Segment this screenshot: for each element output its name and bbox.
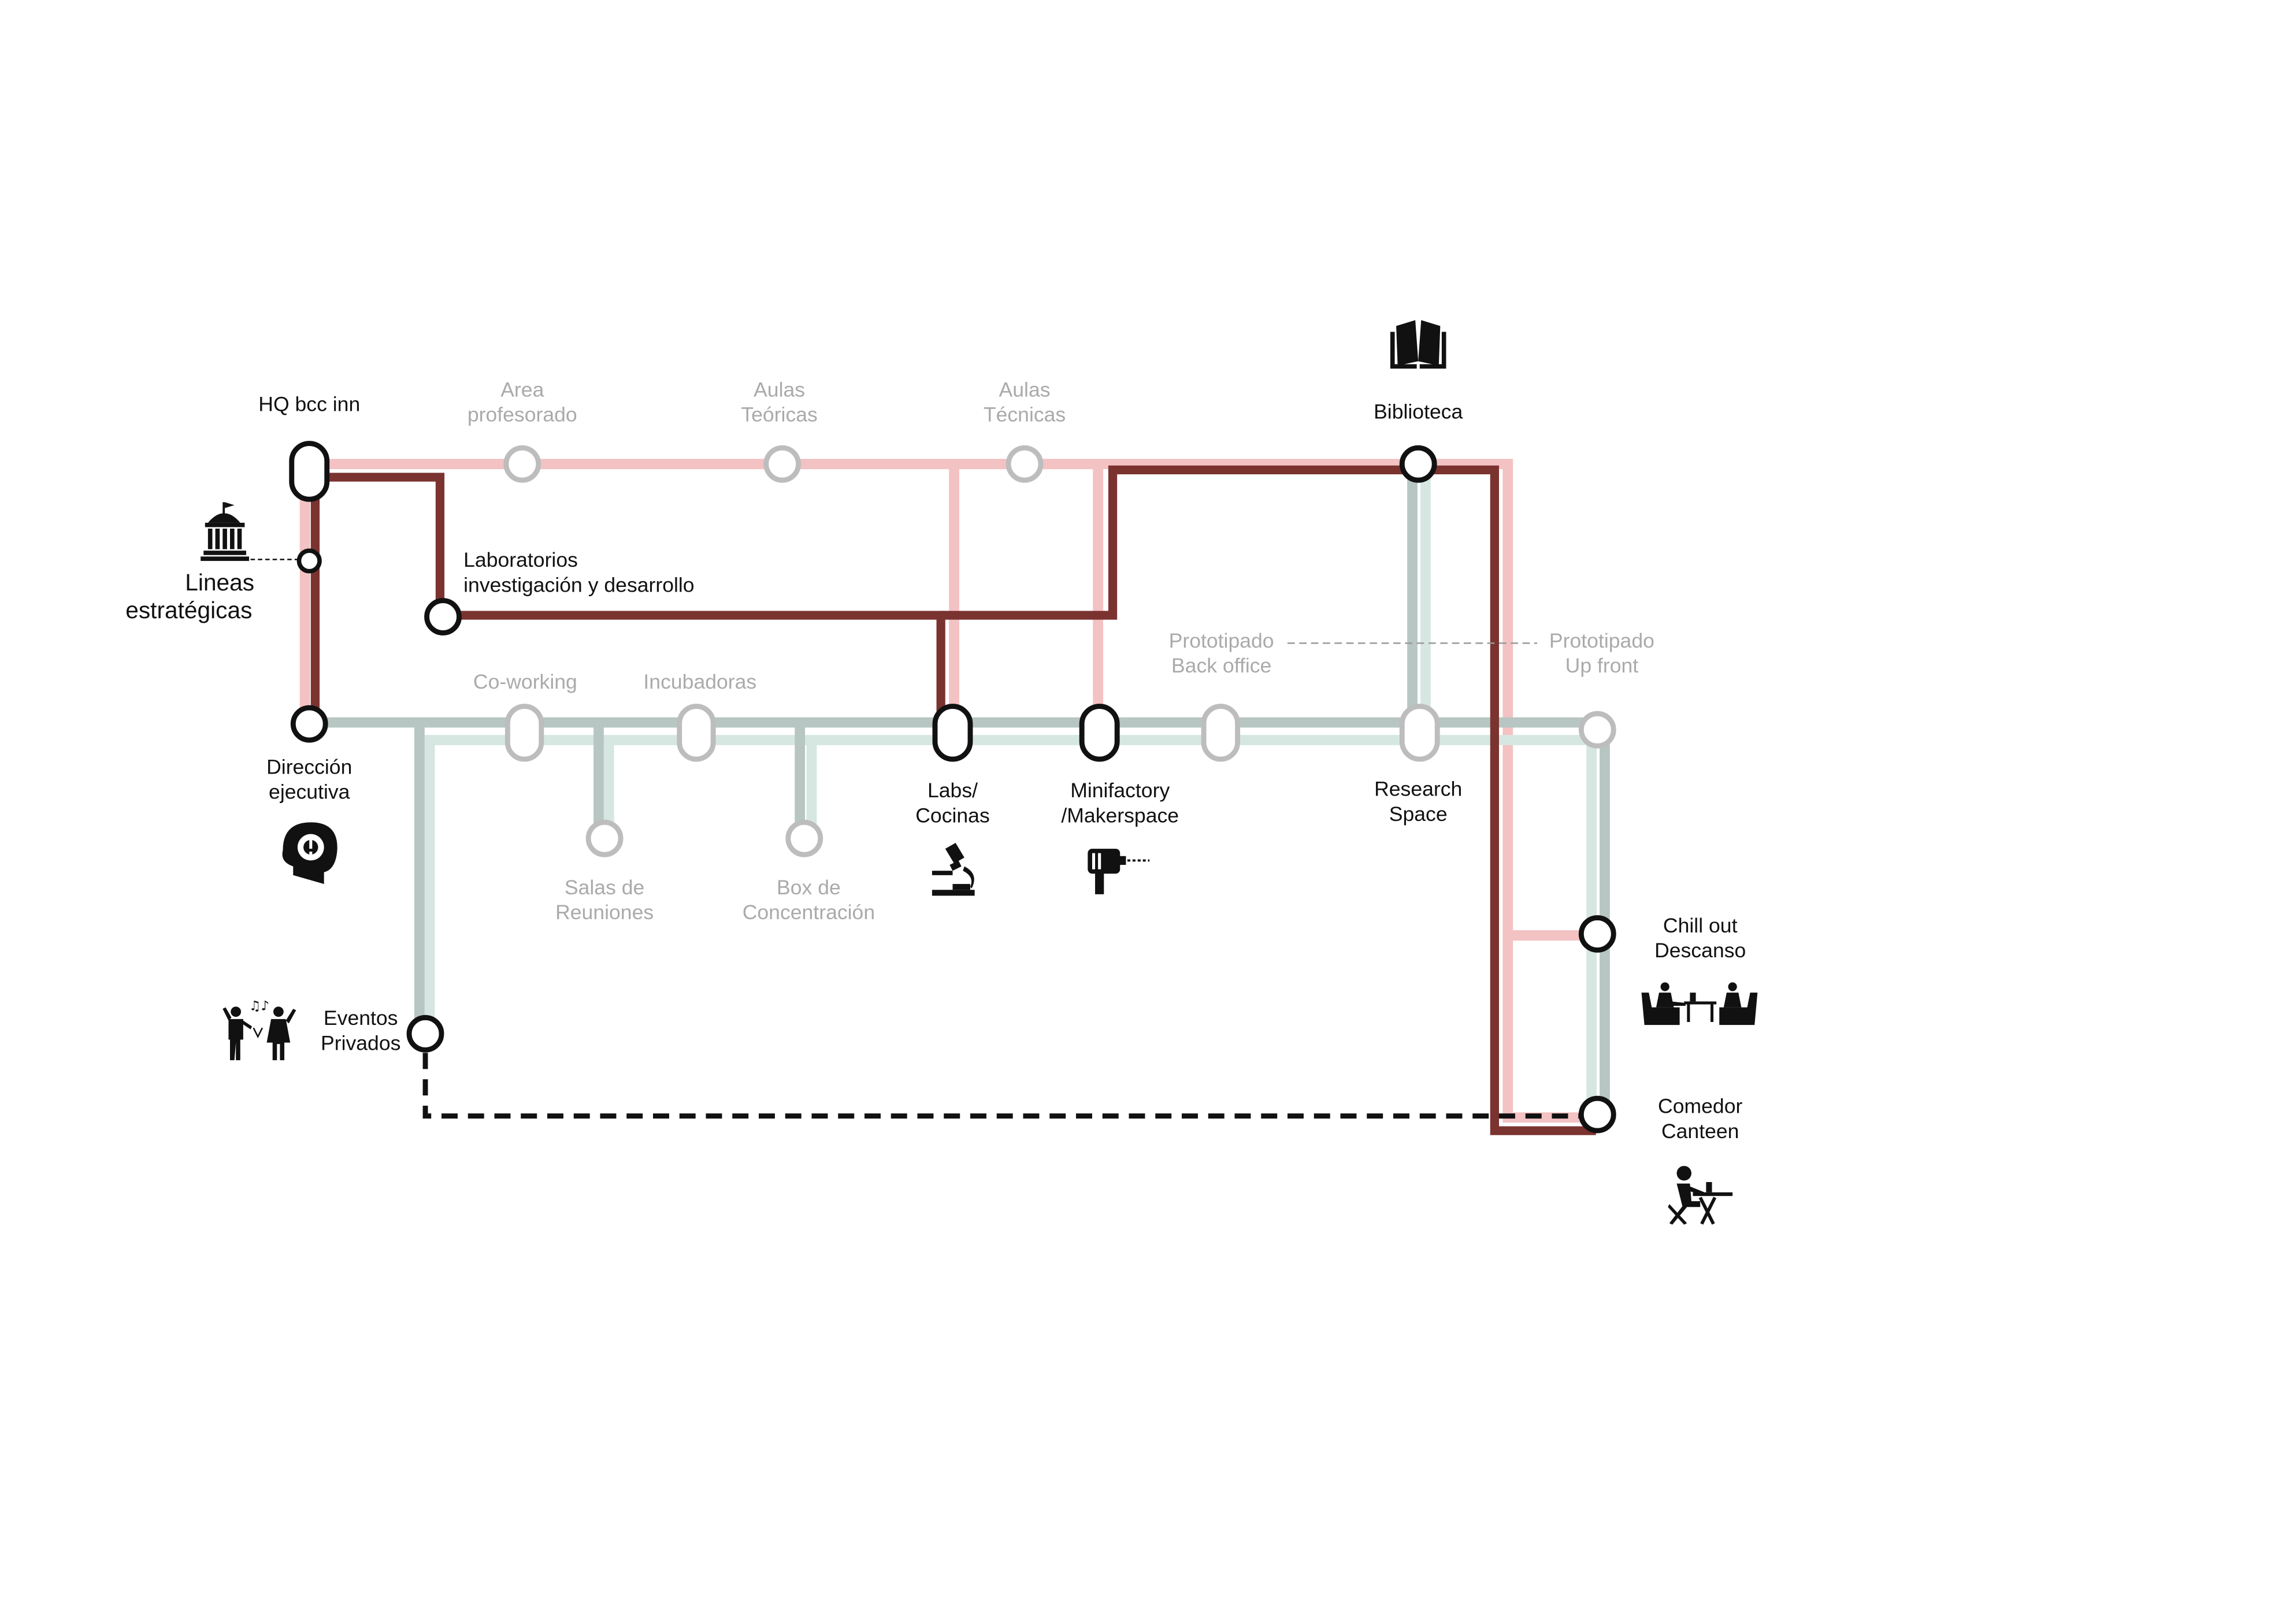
station-incubadoras[interactable] — [677, 704, 716, 762]
lounge-chairs-icon — [1641, 982, 1758, 1025]
station-lineas[interactable] — [296, 548, 322, 574]
station-eventos[interactable] — [406, 1014, 444, 1053]
station-biblioteca[interactable] — [1399, 445, 1437, 483]
svg-text:♫♪: ♫♪ — [249, 999, 269, 1014]
party-people-icon: ♫♪ — [222, 999, 296, 1061]
label-hq: HQ bcc inn — [258, 393, 360, 416]
eventos-comedor-dashed — [422, 1053, 1582, 1119]
dark-red-route-2 — [941, 465, 1596, 1135]
station-comedor[interactable] — [1578, 1095, 1616, 1134]
dining-person-icon — [1668, 1166, 1733, 1225]
station-laboratorios[interactable] — [424, 598, 462, 636]
station-prototipado-back[interactable] — [1201, 704, 1241, 762]
label-minifactory: Minifactory/Makerspace — [1061, 779, 1179, 827]
station-labs-cocinas[interactable] — [932, 704, 973, 762]
station-coworking[interactable] — [504, 704, 544, 762]
station-direccion[interactable] — [290, 705, 328, 743]
dark-red-route — [315, 473, 945, 723]
station-hq[interactable] — [289, 441, 330, 502]
stations — [289, 441, 1616, 1134]
station-research[interactable] — [1399, 704, 1440, 762]
label-incubadoras: Incubadoras — [643, 670, 756, 693]
station-chill[interactable] — [1578, 915, 1616, 953]
station-salas[interactable] — [585, 819, 624, 857]
station-aulas-tecnicas[interactable] — [1005, 445, 1044, 483]
station-minifactory[interactable] — [1079, 704, 1120, 762]
label-coworking: Co-working — [473, 670, 577, 693]
label-labs-cocinas: Labs/Cocinas — [915, 779, 990, 827]
station-prototipado-up[interactable] — [1578, 711, 1616, 749]
station-aulas-teoricas[interactable] — [763, 445, 802, 483]
book-icon — [1390, 320, 1446, 369]
station-box[interactable] — [785, 819, 823, 857]
microscope-icon — [932, 842, 975, 896]
station-area-profesorado[interactable] — [503, 445, 541, 483]
government-building-icon — [201, 502, 250, 561]
drill-icon — [1088, 849, 1150, 894]
head-gear-icon — [282, 822, 337, 885]
label-biblioteca: Biblioteca — [1374, 400, 1463, 423]
